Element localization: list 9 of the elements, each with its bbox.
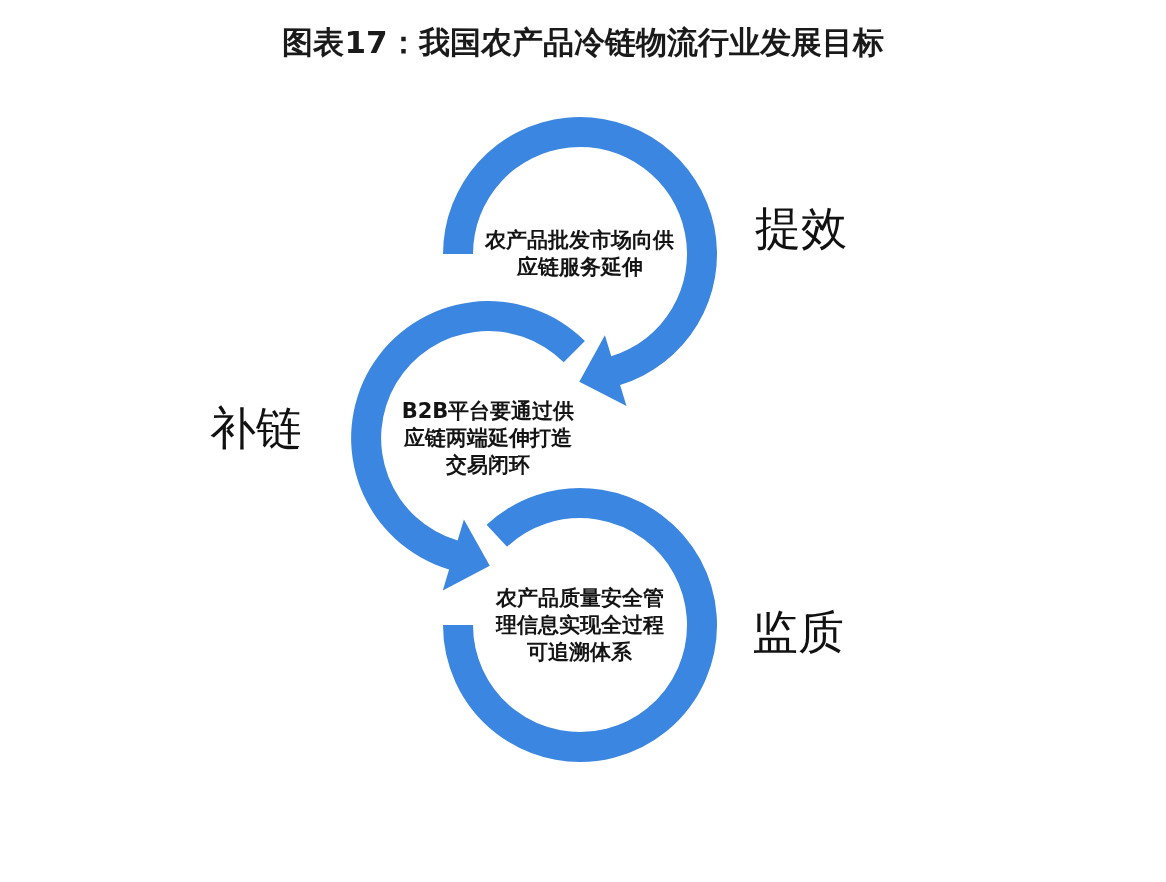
curved-arrow — [351, 301, 585, 591]
node-text: 农产品质量安全管理信息实现全过程可追溯体系 — [494, 584, 665, 666]
node-text: B2B平台要通过供应链两端延伸打造交易闭环 — [400, 397, 576, 479]
side-label: 提效 — [755, 202, 847, 254]
title: 图表17：我国农产品冷链物流行业发展目标 — [282, 23, 884, 62]
side-label: 补链 — [210, 402, 302, 454]
side-label: 监质 — [752, 606, 844, 658]
node-text: 农产品批发市场向供应链服务延伸 — [484, 227, 676, 281]
curved-arrow — [443, 117, 717, 407]
